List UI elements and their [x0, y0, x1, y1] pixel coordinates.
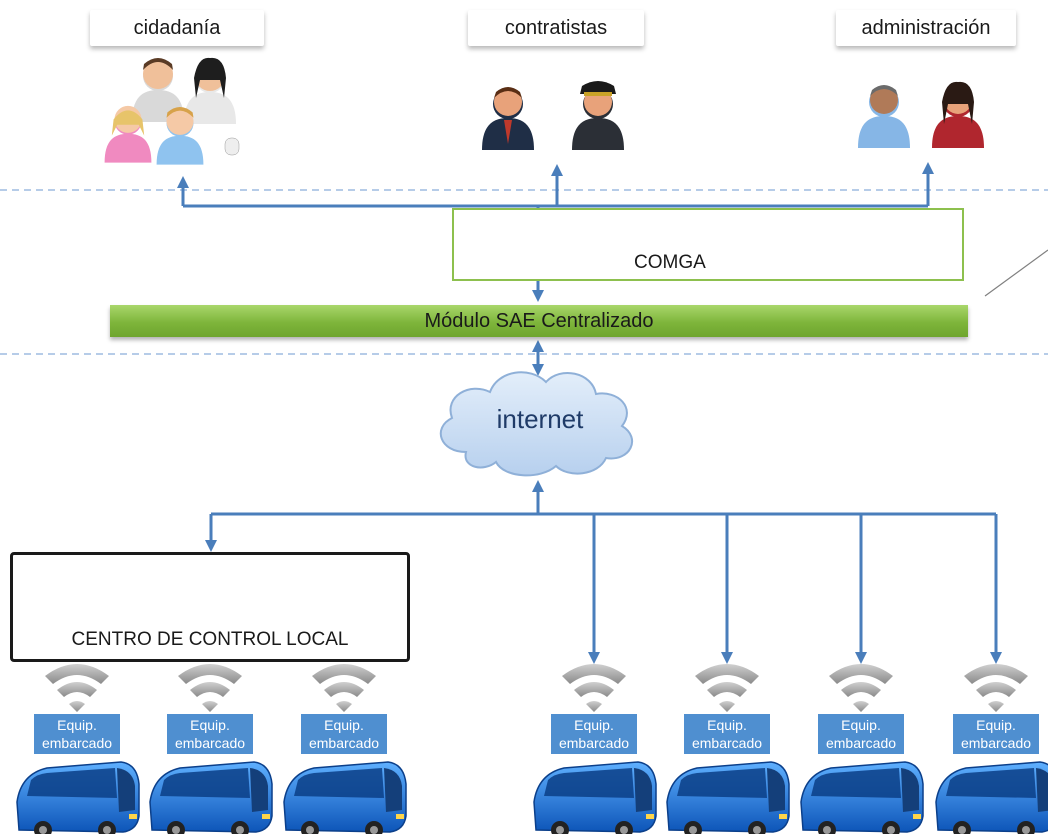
local-control-center-label: CENTRO DE CONTROL LOCAL — [71, 629, 349, 650]
equipment-label: Equip.embarcado — [167, 714, 253, 754]
wifi-icon — [695, 664, 759, 712]
internet-cloud — [439, 371, 634, 477]
bus-icon — [283, 761, 407, 834]
bus-icon — [533, 761, 657, 834]
wifi-icon — [829, 664, 893, 712]
bus-icon — [935, 761, 1048, 834]
group-label-contratistas: contratistas — [468, 10, 644, 46]
bus-icon — [800, 761, 924, 834]
local-control-center-box: CENTRO DE CONTROL LOCAL — [10, 552, 410, 662]
group-label-administracion: administración — [836, 10, 1016, 46]
wifi-icon — [45, 664, 109, 712]
callout-line — [984, 249, 1048, 297]
administracion-people-icon — [858, 81, 984, 148]
equipment-label: Equip.embarcado — [953, 714, 1039, 754]
bus-icon — [149, 761, 273, 834]
wifi-icon — [178, 664, 242, 712]
comga-box: COMGA — [452, 208, 964, 281]
equipment-label: Equip.embarcado — [818, 714, 904, 754]
internet-label: internet — [496, 404, 584, 434]
equipment-label: Equip.embarcado — [34, 714, 120, 754]
sae-module-bar: Módulo SAE Centralizado — [110, 305, 968, 337]
wifi-icons — [45, 664, 1028, 712]
cidadania-people-icon — [104, 57, 240, 165]
equipment-label: Equip.embarcado — [684, 714, 770, 754]
contratistas-people-icon — [482, 81, 624, 150]
bottom-connectors — [205, 480, 1002, 664]
bus-icon — [16, 761, 140, 834]
group-label-cidadania: cidadanía — [90, 10, 264, 46]
bus-icon — [666, 761, 790, 834]
wifi-icon — [562, 664, 626, 712]
wifi-icon — [312, 664, 376, 712]
wifi-icon — [964, 664, 1028, 712]
comga-label: COMGA — [634, 252, 706, 273]
equipment-label: Equip.embarcado — [551, 714, 637, 754]
equipment-label: Equip.embarcado — [301, 714, 387, 754]
bus-icons — [16, 761, 1048, 834]
